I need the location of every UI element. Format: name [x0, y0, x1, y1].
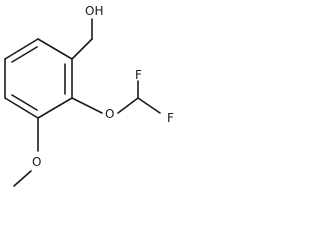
ring-bond-c2-c3	[37, 97, 73, 119]
molecule-structure: OH O F F O	[4, 4, 174, 187]
bond-chf2-to-f-lower	[137, 97, 161, 114]
bond-ether-oxygen-to-chf2	[117, 97, 139, 114]
bond-methoxy-oxygen-to-methyl	[13, 170, 32, 187]
methoxy-oxygen-label: O	[32, 155, 41, 169]
ether-oxygen-label: O	[105, 107, 114, 121]
bond-ring-to-ether-oxygen	[71, 97, 103, 114]
ring-double-bond-c3-c4	[11, 94, 38, 111]
ring-bond-c6-c1	[37, 38, 73, 60]
ring-double-bond-c5-c6	[11, 46, 38, 63]
fluorine-lower-label: F	[167, 111, 174, 125]
ring-bond-c3-c4	[4, 97, 39, 119]
bond-ring-to-ch2	[71, 38, 93, 60]
fluorine-upper-label: F	[135, 68, 142, 82]
ring-bond-c5-c6	[4, 38, 39, 60]
hydroxyl-label: OH	[85, 4, 103, 18]
benzene-ring	[4, 38, 73, 119]
